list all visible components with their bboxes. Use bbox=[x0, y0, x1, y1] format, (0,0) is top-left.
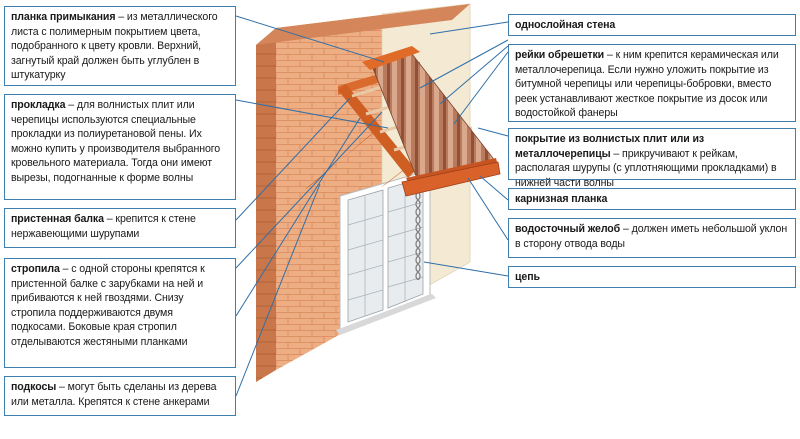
leader-lines bbox=[235, 15, 509, 397]
callout-wall-beam: пристенная балка – крепится к стене нерж… bbox=[4, 208, 236, 248]
callout-gasket: прокладка – для волнистых плит или череп… bbox=[4, 94, 236, 200]
callout-term: карнизная планка bbox=[515, 193, 608, 205]
callout-desc: – крепится к стене нержавеющими шурупами bbox=[11, 213, 196, 240]
callout-desc: – прикручивают к рейкам, располагая шуру… bbox=[515, 147, 777, 189]
callout-term: водосточный желоб bbox=[515, 223, 621, 235]
gutter bbox=[401, 161, 501, 197]
callout-term: стропила bbox=[11, 263, 60, 275]
wall-flashing bbox=[362, 46, 420, 70]
callout-term: однослойная стена bbox=[515, 19, 616, 31]
callout-rafters: стропила – с одной стороны крепятся к пр… bbox=[4, 258, 236, 368]
callout-wall-flashing: планка примыкания – из металлического ли… bbox=[4, 6, 236, 86]
callout-term: планка примыкания bbox=[11, 11, 116, 23]
callout-roof-covering: покрытие из волнистых плит или из металл… bbox=[508, 128, 796, 189]
rafter-side bbox=[338, 84, 416, 178]
callout-desc: – могут быть сделаны из дерева или метал… bbox=[11, 381, 217, 408]
callout-chain: цепь bbox=[508, 266, 796, 288]
callout-term: покрытие из волнистых плит или из металл… bbox=[515, 133, 705, 160]
callout-desc: – из металлического листа с полимерным п… bbox=[11, 11, 218, 82]
callout-eaves-strip: карнизная планка bbox=[508, 188, 796, 210]
callout-desc: – должен иметь небольшой уклон в сторону… bbox=[515, 223, 788, 250]
callout-term: подкосы bbox=[11, 381, 57, 393]
wall-top bbox=[256, 4, 470, 45]
window-muntins bbox=[347, 183, 424, 316]
window-sill bbox=[336, 294, 436, 335]
callout-term: пристенная балка bbox=[11, 213, 104, 225]
callout-desc: – с одной стороны крепятся к пристенной … bbox=[11, 263, 205, 348]
callout-battens: рейки обрешетки – к ним крепится керамич… bbox=[508, 44, 796, 122]
callout-desc: – к ним крепится керамическая или металл… bbox=[515, 49, 779, 120]
wall-side bbox=[256, 28, 276, 382]
callout-term: прокладка bbox=[11, 99, 66, 111]
callout-single-layer-wall: однослойная стена bbox=[508, 14, 796, 36]
window-glass-right bbox=[387, 177, 424, 309]
callout-desc: – для волнистых плит или черепицы исполь… bbox=[11, 99, 221, 184]
window-glass-left bbox=[347, 189, 384, 323]
callout-term: цепь bbox=[515, 271, 540, 283]
chain bbox=[415, 191, 421, 281]
callout-term: рейки обрешетки bbox=[515, 49, 605, 61]
callout-braces: подкосы – могут быть сделаны из дерева и… bbox=[4, 376, 236, 416]
callout-gutter: водосточный желоб – должен иметь небольш… bbox=[508, 218, 796, 258]
